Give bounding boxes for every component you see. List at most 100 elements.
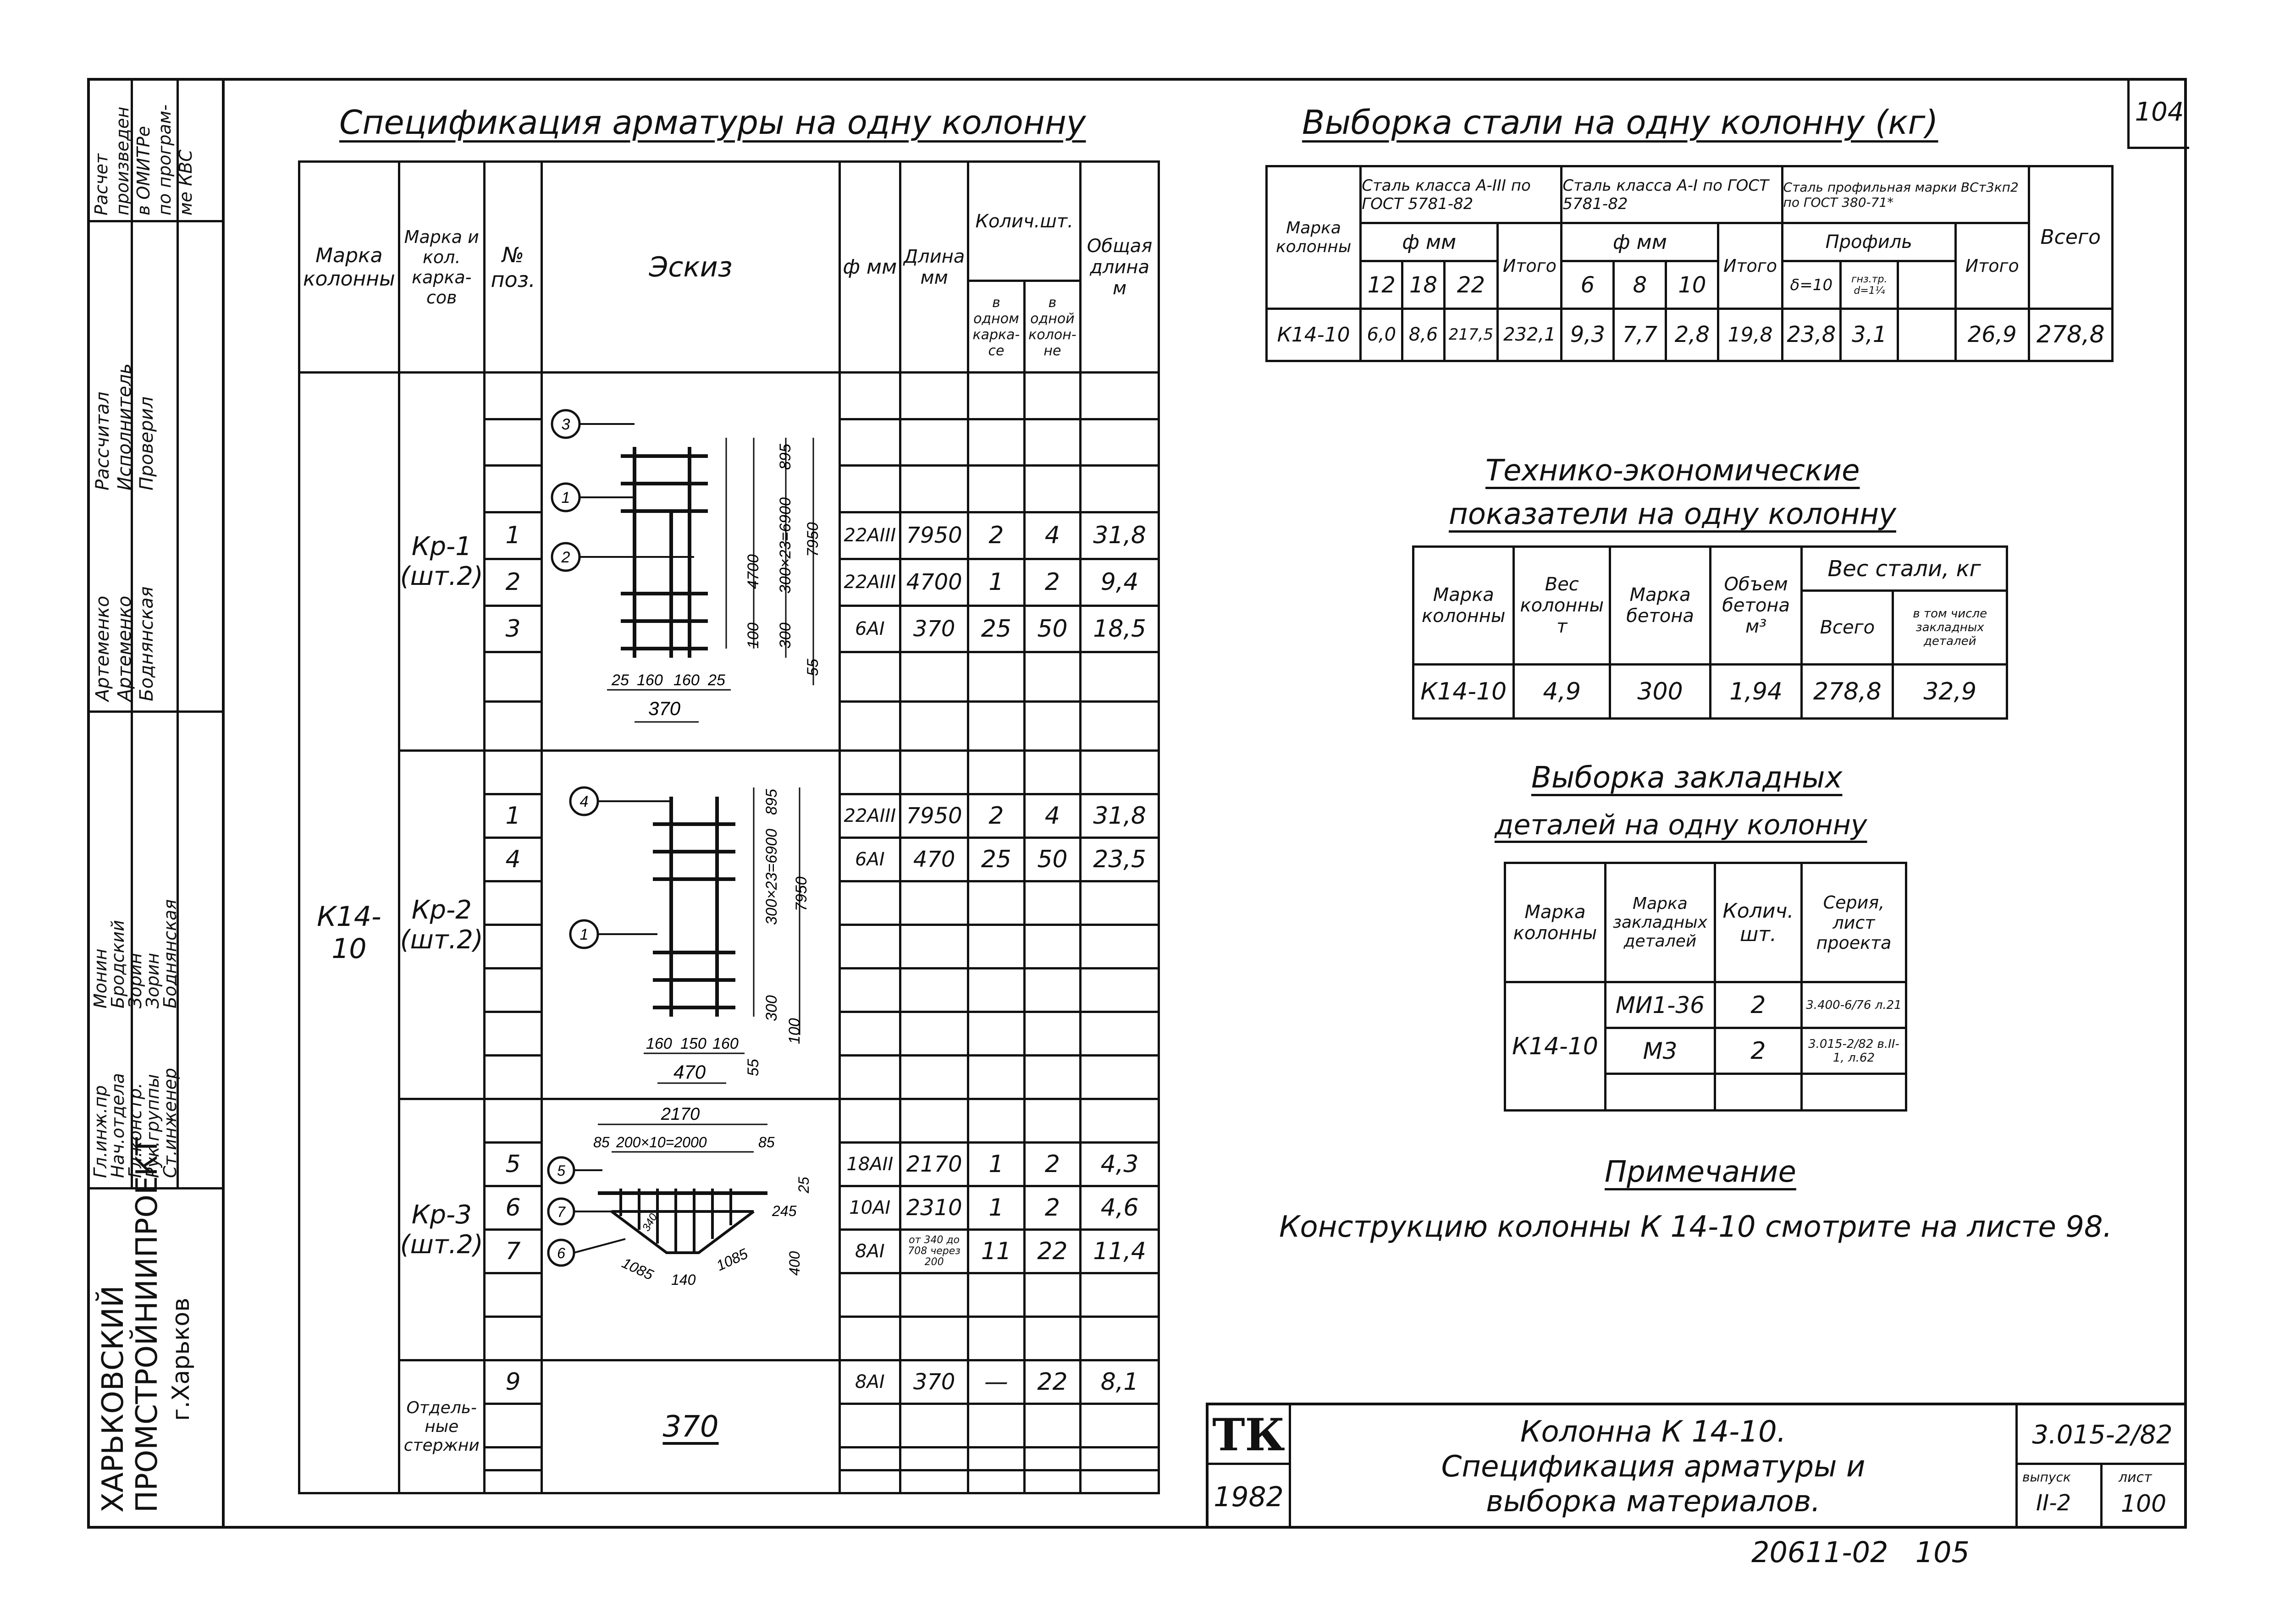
total-length: 9,4 (1079, 557, 1160, 607)
emb-title-2: деталей на одну колонну (1495, 809, 1867, 841)
sketch-kr3: 2170 200×10=2000 85 85 25 245 5 7 6 (541, 1098, 841, 1361)
qty-column: 4 (1023, 511, 1082, 560)
dim-slope: 1085 (714, 1245, 751, 1274)
diameter: 22АIII (838, 793, 902, 839)
position: 6 (483, 1185, 543, 1231)
callout: 7 (557, 1204, 566, 1220)
spec-title: Спецификация арматуры на одну колонну (339, 103, 1086, 142)
header-position: № поз. (483, 160, 543, 374)
qty-cage: 25 (967, 837, 1026, 882)
steel-row-mark: К14-10 (1265, 307, 1362, 363)
qty-cage: 1 (967, 1185, 1026, 1231)
divider (87, 1187, 222, 1189)
length: 7950 (899, 511, 970, 560)
dim-end: 85 (758, 1134, 775, 1151)
diameter: 6АI (838, 837, 902, 882)
dim-low: 300 (763, 995, 780, 1021)
steel-itogo2: Итого (1717, 222, 1783, 310)
logo: ТК (1209, 1405, 1289, 1465)
steel-d: 6 (1560, 260, 1615, 310)
qty-cage: 25 (967, 604, 1026, 654)
tep-title-2: показатели на одну колонну (1449, 497, 1896, 531)
corner-sheet-number: 104 (2127, 78, 2189, 149)
dim-h: 400 (786, 1251, 803, 1276)
dim-end: 85 (593, 1134, 610, 1151)
header-length: Длина мм (899, 160, 970, 374)
dim-w: 160 (712, 1035, 739, 1052)
total-length: 31,8 (1079, 793, 1160, 839)
dim-top: 895 (763, 789, 780, 815)
diameter: 10АI (838, 1185, 902, 1231)
qty-column: 2 (1023, 557, 1082, 607)
steel-subtotal: 232,1 (1496, 307, 1563, 363)
qty-column: 4 (1023, 793, 1082, 839)
cage-kr1: Кр-1(шт.2) (397, 371, 486, 752)
position: 1 (483, 793, 543, 839)
tep-value: 4,9 (1512, 663, 1612, 720)
steel-value: 217,5 (1443, 307, 1499, 363)
title-block: ТК 1982 Колонна К 14-10. Спецификация ар… (1206, 1403, 2187, 1529)
dim-low: 100 (786, 1018, 803, 1044)
tep-header: Объем бетона м³ (1709, 545, 1803, 666)
qty-column: 2 (1023, 1141, 1082, 1187)
tep-table: Марка колонны Вес колонны т Марка бетона… (1412, 545, 2008, 720)
tep-value: 300 (1609, 663, 1711, 720)
steel-header-total: Всего (2027, 165, 2114, 310)
length: 370 (899, 1359, 970, 1405)
emb-part-mark: М3 (1604, 1027, 1716, 1075)
position: 1 (483, 511, 543, 560)
divider (87, 710, 222, 713)
diameter: 18АII (838, 1141, 902, 1187)
total-length: 23,5 (1079, 837, 1160, 882)
steel-value: 6,0 (1359, 307, 1404, 363)
emb-qty: 2 (1713, 981, 1803, 1029)
dim-total: 7950 (793, 876, 810, 911)
header-qty-per-cage: в одном карка-се (967, 280, 1026, 374)
emb-header: Марка закладных деталей (1604, 862, 1716, 983)
dim-bottom: 55 (745, 1059, 762, 1076)
steel-title: Выборка стали на одну колонну (кг) (1302, 103, 1938, 142)
steel-value: 8,6 (1401, 307, 1446, 363)
dim-w: 25 (611, 672, 629, 689)
diameter: 8АI (838, 1228, 902, 1274)
tep-header: Марка бетона (1609, 545, 1711, 666)
steel-d: 12 (1359, 260, 1404, 310)
sketch-straight-bar: 370 (541, 1359, 841, 1494)
total-length: 18,5 (1079, 604, 1160, 654)
header-diameter: ф мм (838, 160, 902, 374)
steel-value: 23,8 (1781, 307, 1842, 363)
position: 2 (483, 557, 543, 607)
header-qty-per-column: в одной колон-не (1023, 280, 1082, 374)
callout: 5 (557, 1162, 566, 1179)
tep-title-1: Технико-экономические (1485, 454, 1860, 488)
year: 1982 (1214, 1481, 1284, 1513)
steel-d: 8 (1612, 260, 1667, 310)
length: 370 (899, 604, 970, 654)
steel-d: 18 (1401, 260, 1446, 310)
archive-stamp: 20611-02 105 (1751, 1536, 1970, 1569)
qty-cage: 11 (967, 1228, 1026, 1274)
emb-series: 3.400-6/76 л.21 (1800, 981, 1908, 1029)
total-length: 4,3 (1079, 1141, 1160, 1187)
note-text: Конструкцию колонны К 14-10 смотрите на … (1279, 1210, 2112, 1244)
issue: II-2 (2036, 1490, 2071, 1516)
callout: 2 (561, 549, 570, 566)
qty-cage: 2 (967, 511, 1026, 560)
qty-cage: 2 (967, 793, 1026, 839)
position: 7 (483, 1228, 543, 1274)
drawing-title: Колонна К 14-10. Спецификация арматуры и… (1441, 1415, 1866, 1519)
dim-w: 160 (637, 672, 663, 689)
diameter: 8АI (838, 1359, 902, 1405)
qty-column: 22 (1023, 1228, 1082, 1274)
tep-value: 32,9 (1892, 663, 2008, 720)
dim-spacing: 300×23=6900 (777, 497, 794, 594)
qty-column: 50 (1023, 604, 1082, 654)
header-quantity: Колич.шт. (967, 160, 1082, 282)
qty-column: 50 (1023, 837, 1082, 882)
header-cage-mark: Марка и кол. карка-сов (397, 160, 486, 374)
callout: 1 (580, 926, 589, 943)
steel-d: 10 (1665, 260, 1720, 310)
